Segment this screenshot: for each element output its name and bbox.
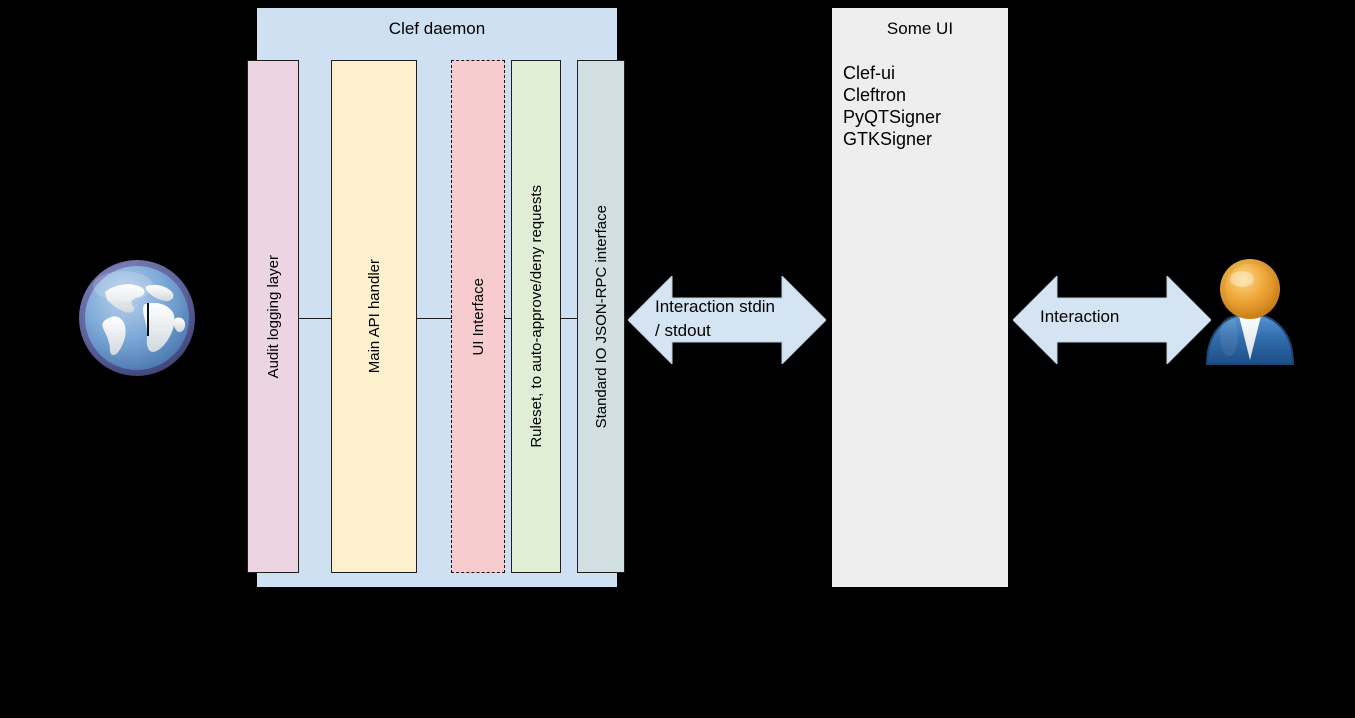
arrow-interaction-stdin-stdout-label: Interaction stdin / stdout: [655, 295, 775, 343]
arrow-interaction-stdin-stdout: [628, 276, 826, 364]
some-ui-title: Some UI: [886, 19, 954, 38]
box-ruleset-label: Ruleset, to auto-approve/deny requests: [527, 185, 545, 448]
box-audit-logging-layer-label: Audit logging layer: [264, 254, 282, 379]
arrow-interaction: [1013, 276, 1211, 364]
box-main-api-handler[interactable]: Main API handler: [331, 60, 417, 573]
box-ui-interface-label: UI Interface: [469, 277, 487, 356]
connector-ui-to-ruleset: [504, 318, 512, 319]
clef-daemon-title: Clef daemon: [388, 19, 486, 38]
box-standard-io-jsonrpc-interface-label: Standard IO JSON-RPC interface: [592, 204, 610, 429]
globe-connector-stub: [147, 303, 149, 336]
connector-audit-to-api: [299, 318, 332, 319]
connector-api-to-ui: [417, 318, 452, 319]
arrow-label-line-2: / stdout: [655, 321, 711, 340]
box-standard-io-jsonrpc-interface[interactable]: Standard IO JSON-RPC interface: [577, 60, 625, 573]
connector-ruleset-to-stdio: [560, 318, 578, 319]
list-item: Cleftron: [843, 85, 907, 105]
arrow-label-line-1: Interaction stdin: [655, 297, 776, 316]
box-ruleset[interactable]: Ruleset, to auto-approve/deny requests: [511, 60, 561, 573]
some-ui-list: Clef-ui Cleftron PyQTSigner GTKSigner: [843, 62, 1003, 150]
list-item: PyQTSigner: [843, 107, 942, 127]
clef-daemon-container: [257, 8, 617, 587]
arrow-label-line-1: Interaction: [1040, 307, 1120, 326]
user-icon: [1203, 256, 1297, 366]
box-ui-interface[interactable]: UI Interface: [451, 60, 505, 573]
box-main-api-handler-label: Main API handler: [365, 259, 383, 374]
box-audit-logging-layer[interactable]: Audit logging layer: [247, 60, 299, 573]
arrow-interaction-label: Interaction: [1040, 305, 1119, 329]
some-ui-panel: [832, 8, 1008, 587]
list-item: Clef-ui: [843, 63, 896, 83]
list-item: GTKSigner: [843, 129, 933, 149]
globe-icon: [75, 256, 200, 381]
